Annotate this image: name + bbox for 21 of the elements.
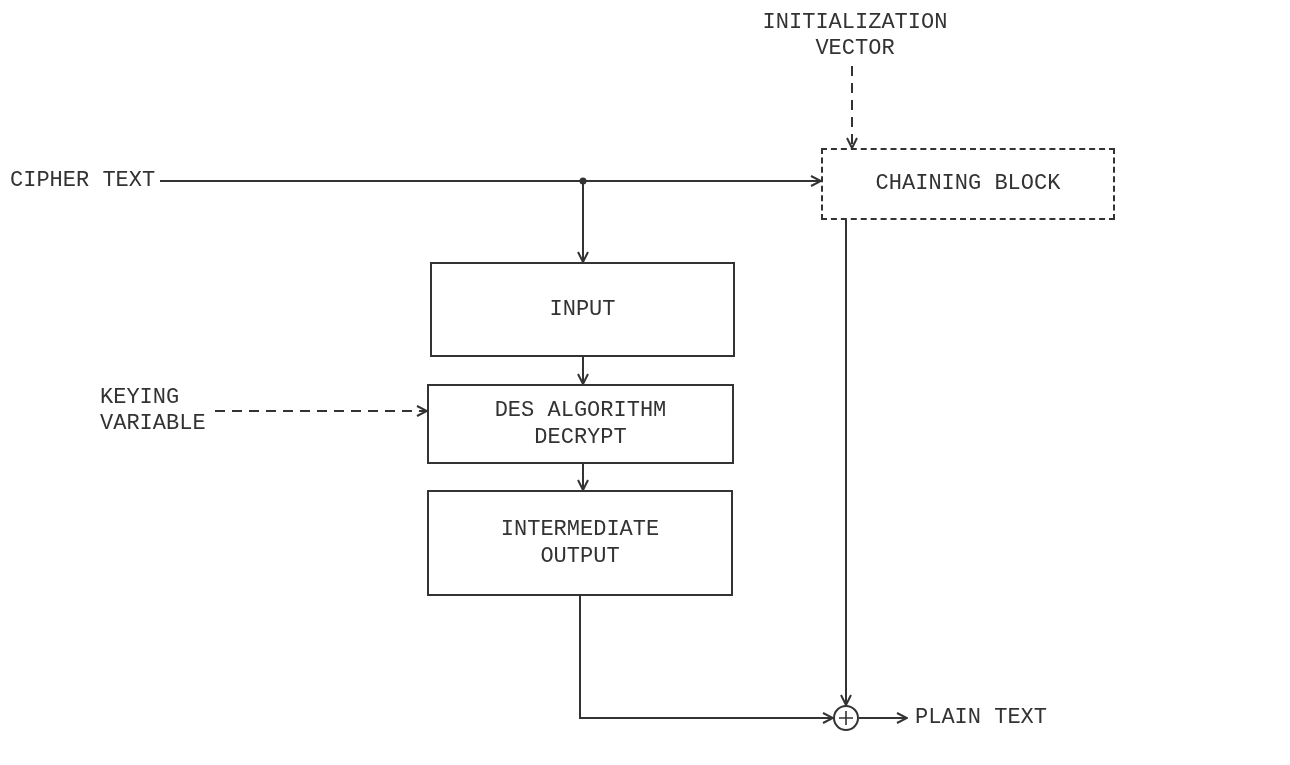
arrow: [840, 219, 852, 706]
arrow: [577, 356, 589, 385]
box-label: INPUT: [549, 295, 616, 324]
process-box: [427, 490, 733, 596]
label-text: KEYING VARIABLE: [100, 382, 215, 440]
dashed-process-box: [821, 148, 1115, 220]
process-box: [427, 384, 734, 464]
label-text: INITIALIZATION VECTOR: [760, 8, 950, 64]
dashed-arrow: [846, 65, 858, 149]
arrow: [579, 595, 834, 724]
arrow: [858, 712, 908, 724]
box-label: CHAINING BLOCK: [875, 170, 1061, 198]
label-text: PLAIN TEXT: [915, 703, 1055, 733]
arrow: [577, 463, 589, 491]
xor-circle: [833, 705, 859, 731]
process-box: [430, 262, 735, 357]
box-label: DES ALGORITHM DECRYPT: [493, 396, 668, 452]
arrow: [159, 180, 589, 263]
box-label: INTERMEDIATE OUTPUT: [499, 515, 661, 571]
label-text: CIPHER TEXT: [10, 167, 160, 195]
dashed-arrow: [214, 405, 428, 417]
